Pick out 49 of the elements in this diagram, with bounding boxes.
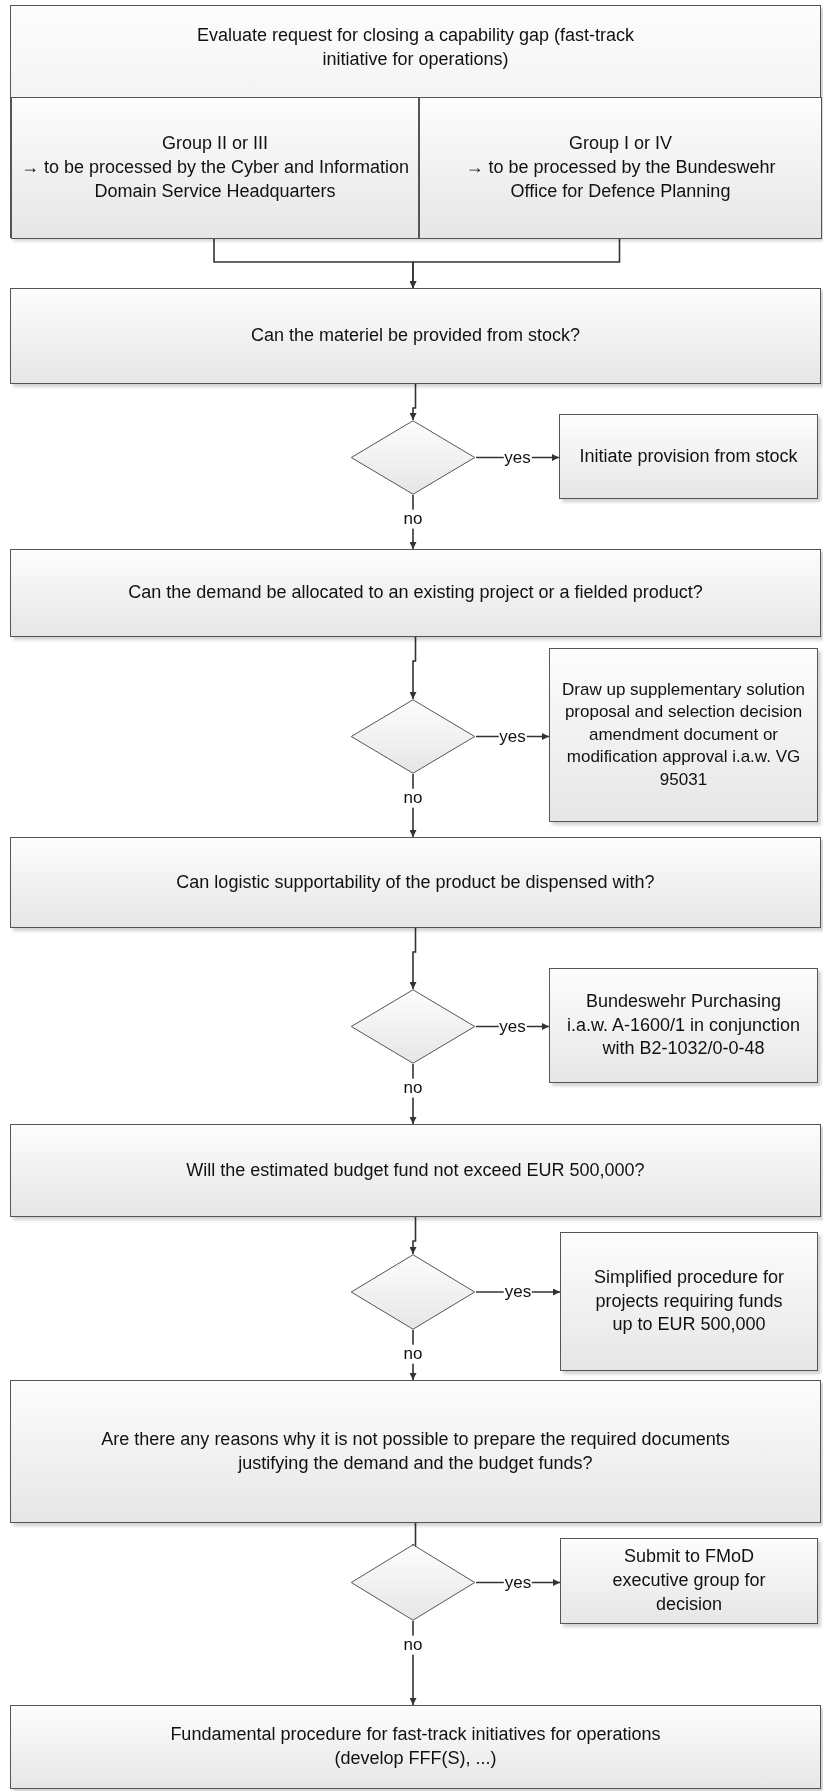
process-box [10,288,821,384]
arrow [409,1216,417,1255]
process-box [10,1380,821,1523]
process-box [549,968,818,1083]
box-text: → to be processed by the Cyber and Information Domain Service Headquarters [20,156,410,203]
box-text: Simplified procedure for projects requiring funds up to EUR 500,000 [592,1265,786,1337]
edge-label: no [402,1635,424,1655]
decision-diamond [350,699,476,774]
box-text: Submit to FMoD executive group for decision [611,1545,767,1616]
process-box [10,549,821,637]
arrow [409,1620,417,1706]
group-box [10,5,821,238]
arrow [409,773,417,838]
process-box [10,1705,821,1789]
box-text: Can logistic supportability of the product be dispensed with? [176,870,655,894]
decision-diamond [350,1254,476,1330]
box-text: Will the estimated budget fund not exceed EUR 500,000? [186,1158,645,1182]
arrow [409,927,417,990]
process-box [10,1124,821,1217]
box-text: Are there any reasons why it is not possible to prepare the required documents justifying the demand and the budget funds? [100,1427,731,1475]
edge-label: no [402,788,424,808]
box-text: Draw up supplementary solution proposal and selection decision amendment document or modification approval i.a.w. VG 95031 [561,678,806,791]
edge-label: no [402,1344,424,1364]
box-text: Bundeswehr Purchasing i.a.w. A-1600/1 in conjunction with B2-1032/0-0-48 [565,989,802,1061]
arrow [409,1063,417,1125]
arrow [409,383,417,421]
box-text: → to be processed by the Bundeswehr Office for Defence Planning [464,156,777,203]
decision-diamond [350,989,476,1064]
box-text: Initiate provision from stock [579,444,798,468]
decision-diamond [350,420,476,495]
arrow [409,636,417,700]
process-box [560,1538,818,1624]
box-text: Evaluate request for closing a capability gap (fast-track initiative for operations) [195,24,636,71]
group-cell [11,97,419,239]
box-text: Fundamental procedure for fast-track initiatives for operations (develop FFF(S), ...) [169,1723,662,1770]
group-heading: Group II or III [161,132,268,156]
edge-label: no [402,509,424,529]
process-box [10,837,821,928]
box-text: Can the demand be allocated to an existing project or a fielded product? [128,581,703,605]
process-box [559,414,818,499]
box-text: Can the materiel be provided from stock? [250,324,581,348]
edge-label: no [402,1078,424,1098]
decision-diamond [350,1544,476,1621]
group-cell [419,97,822,239]
arrow [409,494,417,550]
process-box [549,648,818,822]
arrow [409,237,621,289]
process-box [560,1232,818,1371]
group-heading: Group I or IV [568,132,672,156]
